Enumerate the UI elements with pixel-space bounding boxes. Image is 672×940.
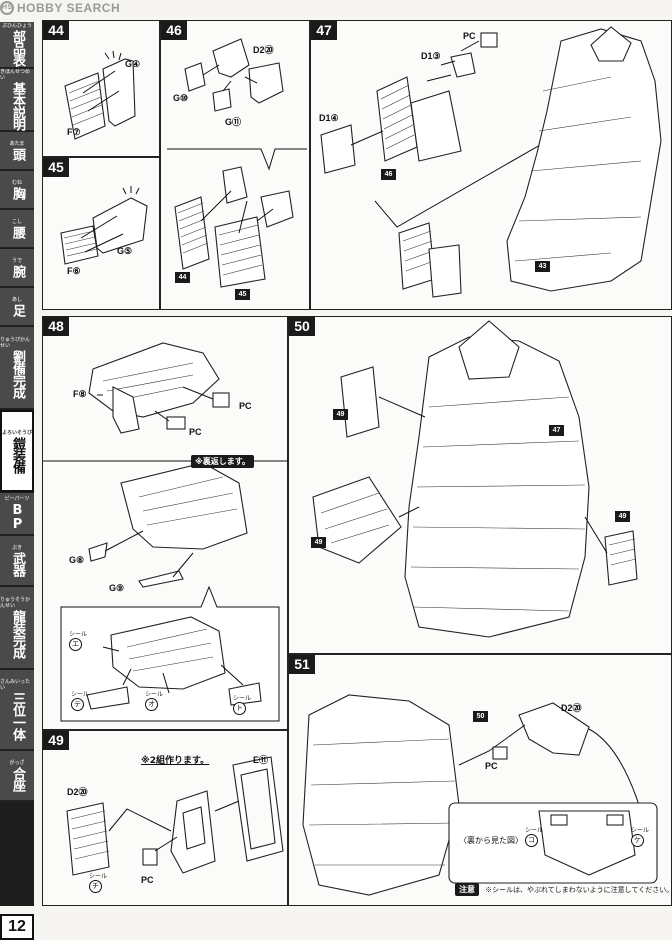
step-51-panel: 51 D2⑳ PC 50 〈裏から見た図〉 シールコ シールケ 注意 ※シールは… (288, 654, 672, 906)
seal-callout: シールテ (71, 689, 89, 711)
sidebar-tab-chest[interactable]: むね胸 (0, 171, 34, 209)
reference-tag: 50 (473, 711, 488, 722)
reference-tag: 45 (235, 289, 250, 300)
seal-label: シール (69, 631, 88, 638)
step-number: 49 (43, 731, 69, 750)
caution-text: ※シールは、やぶれてしまわないように注意してください。 (485, 887, 672, 894)
reference-tag: 49 (333, 409, 348, 420)
step-44-diagram (64, 50, 136, 140)
step-number: 45 (43, 158, 69, 177)
part-label: PC (485, 761, 498, 771)
part-label: G⑧ (69, 555, 85, 565)
sidebar-tab-dragon-armor-complete[interactable]: りゅうそうかんせい龍装完成 (0, 587, 34, 669)
reference-tag: 44 (175, 272, 190, 283)
seal-letter: ト (233, 702, 246, 715)
seal-letter: チ (89, 880, 102, 893)
make-two-note: ※2組作ります。 (141, 756, 210, 766)
step-number: 51 (289, 655, 315, 674)
reference-tag: 43 (535, 261, 550, 272)
seal-callout: シールオ (145, 689, 163, 711)
part-label: PC (189, 427, 202, 437)
reference-tag: 47 (549, 425, 564, 436)
part-label: F⑧ (73, 389, 87, 399)
seal-label: シール (631, 827, 650, 834)
caution-badge: 注意 (455, 883, 479, 896)
reference-tag: 46 (381, 169, 396, 180)
sidebar-tab-trinity[interactable]: さんみいったい三位一体 (0, 670, 34, 750)
seal-letter: オ (145, 698, 158, 711)
step-number: 50 (289, 317, 315, 336)
watermark-logo: HS (0, 1, 14, 15)
seal-label: シール (89, 873, 108, 880)
step-48-panel: 48 F⑧ PC PC ※裏返します。 G⑧ G⑨ シールエ シ (42, 316, 289, 730)
sidebar-tab-liubei-complete[interactable]: りゅうびかんせい劉備完成 (0, 327, 34, 409)
watermark-brand: HOBBY SEARCH (17, 1, 121, 15)
seal-callout: シールエ (69, 629, 87, 651)
part-label: G⑩ (173, 93, 189, 103)
seal-callout: シールト (233, 693, 251, 715)
step-50-diagram (312, 320, 638, 638)
step-46-diagram (167, 38, 307, 288)
seal-letter: エ (69, 638, 82, 651)
sidebar-tab-parts-list[interactable]: ぶひんひょう部品表 (0, 22, 34, 68)
part-label: G⑪ (225, 117, 242, 127)
section-sidebar: ぶひんひょう部品表 きほんせつめい基本説明 あたま頭 むね胸 こし腰 うで腕 あ… (0, 22, 34, 906)
step-number: 48 (43, 317, 69, 336)
part-label: F⑦ (67, 127, 81, 137)
sidebar-tab-armor-equip[interactable]: よろいそうび鎧装備 (0, 410, 34, 492)
step-49-panel: 49 ※2組作ります。 E⑪ D2⑳ PC シールチ (42, 730, 288, 906)
step-46-panel: 46 D2⑳ G⑩ G⑪ 44 45 (160, 20, 310, 310)
flip-note: ※裏返します。 (191, 455, 254, 468)
seal-label: シール (525, 827, 544, 834)
part-label: G④ (125, 59, 141, 69)
step-number: 47 (311, 21, 337, 40)
step-number: 46 (161, 21, 187, 40)
seal-label: シール (71, 691, 90, 698)
part-label: D1④ (319, 113, 339, 123)
step-49-diagram (66, 756, 284, 876)
step-44-panel: 44 G④ F⑦ (42, 20, 160, 157)
sidebar-tab-combine[interactable]: がっざ合座 (0, 751, 34, 801)
seal-callout: シールチ (89, 871, 107, 893)
watermark: HS HOBBY SEARCH (0, 0, 120, 16)
sidebar-tab-basic-explanation[interactable]: きほんせつめい基本説明 (0, 69, 34, 131)
part-label: D2⑳ (253, 45, 274, 55)
part-label: F⑥ (67, 266, 81, 276)
step-45-diagram (60, 186, 148, 265)
part-label: PC (141, 875, 154, 885)
page-number: 12 (0, 914, 34, 940)
reference-tag: 49 (311, 537, 326, 548)
seal-callout: シールコ (525, 825, 543, 847)
seal-callout: シールケ (631, 825, 649, 847)
seal-letter: テ (71, 698, 84, 711)
reference-tag: 49 (615, 511, 630, 522)
back-view-label: 〈裏から見た図〉 (459, 836, 523, 845)
seal-letter: ケ (631, 834, 644, 847)
sidebar-tab-arm[interactable]: うで腕 (0, 249, 34, 287)
part-label: D2⑳ (561, 703, 582, 713)
step-48-diagram (43, 342, 289, 722)
part-label: D2⑳ (67, 787, 88, 797)
sidebar-tab-leg[interactable]: あし足 (0, 288, 34, 326)
seal-label: シール (233, 695, 252, 702)
seal-letter: コ (525, 834, 538, 847)
part-label: G⑤ (117, 246, 133, 256)
seal-label: シール (145, 691, 164, 698)
sidebar-tab-head[interactable]: あたま頭 (0, 132, 34, 170)
step-51-diagram (302, 694, 658, 896)
step-47-panel: 47 D1③ PC D1④ 46 43 (310, 20, 672, 310)
step-47-diagram (320, 26, 662, 298)
part-label: E⑪ (253, 755, 269, 765)
sidebar-tab-waist[interactable]: こし腰 (0, 210, 34, 248)
part-label: PC (463, 31, 476, 41)
part-label: G⑨ (109, 583, 125, 593)
step-45-panel: 45 G⑤ F⑥ (42, 157, 160, 310)
step-number: 44 (43, 21, 69, 40)
part-label: PC (239, 401, 252, 411)
step-50-panel: 50 49 47 49 49 (288, 316, 672, 654)
part-label: D1③ (421, 51, 441, 61)
sidebar-tab-weapons[interactable]: ぶき武器 (0, 536, 34, 586)
